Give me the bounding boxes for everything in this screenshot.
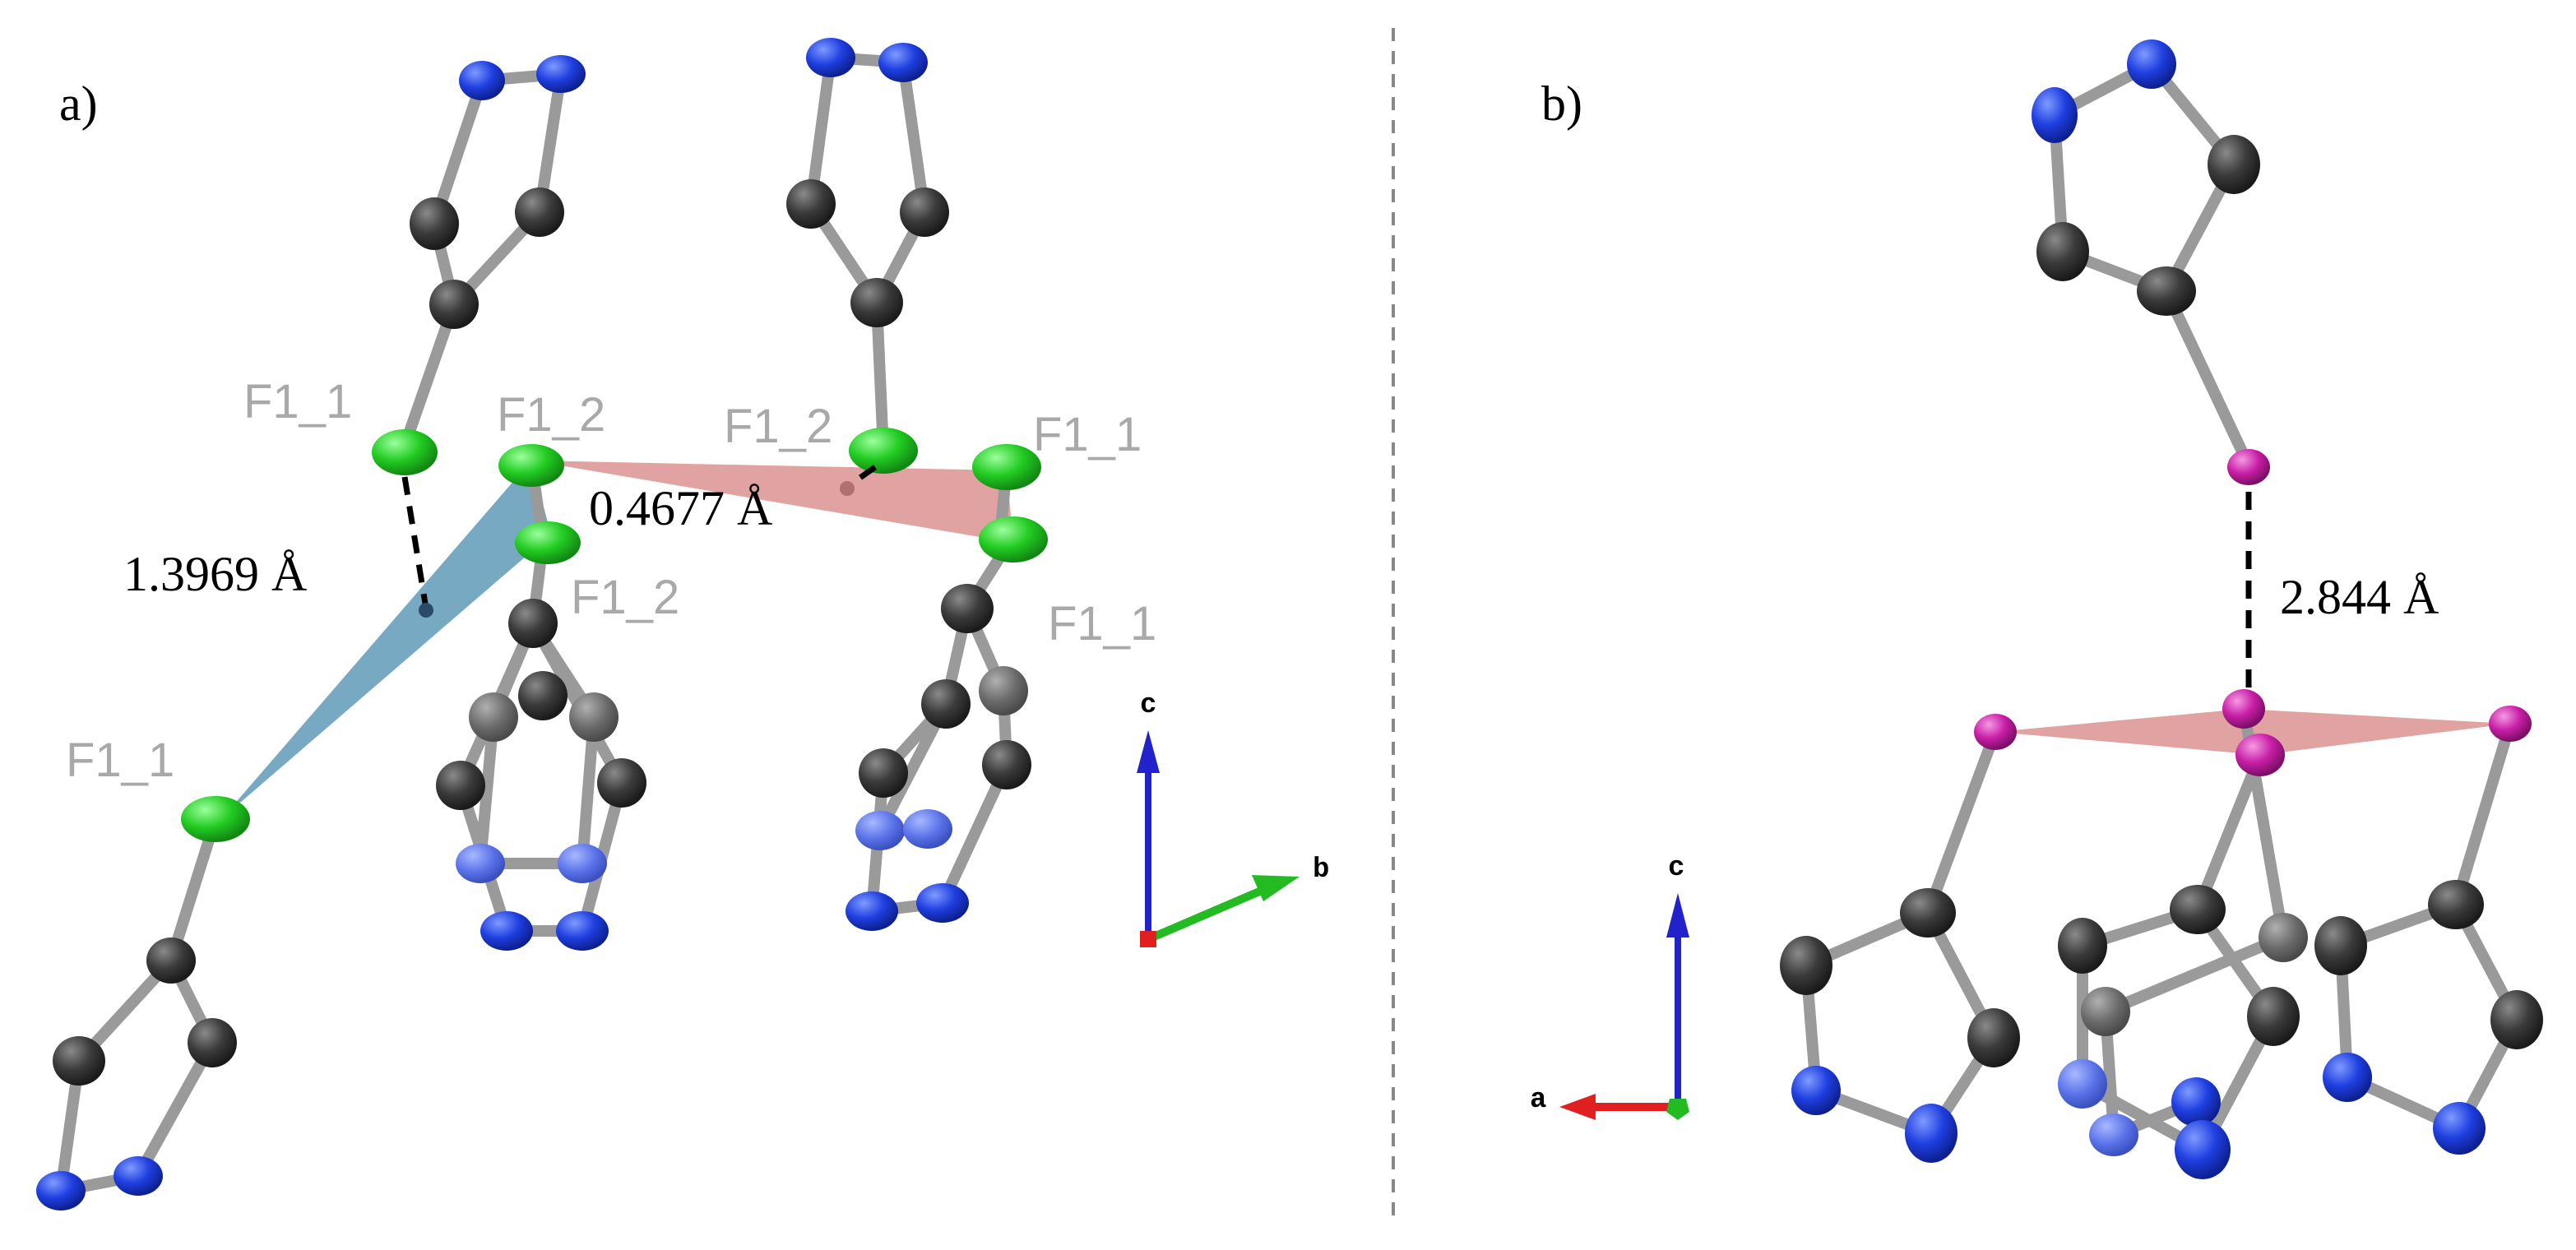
- blue-plane: [222, 461, 551, 818]
- contact-line-a2: [845, 465, 878, 489]
- distance-label-1: 1.3969 Å: [123, 547, 307, 601]
- panel-a: a): [36, 38, 1329, 1211]
- axes-indicator-b: c a: [1530, 853, 1689, 1120]
- axis-label-a-b: a: [1530, 1085, 1546, 1116]
- molecule-b2: [1780, 714, 2020, 1163]
- atom-label-f1-1-c: F1_1: [1048, 597, 1156, 650]
- molecule-b1: [2032, 39, 2270, 485]
- atom-label-f1-2-b: F1_2: [724, 400, 832, 453]
- atom-label-f1-2-a: F1_2: [497, 388, 605, 442]
- centroid-blue: [419, 603, 433, 618]
- centroid-red: [840, 481, 855, 496]
- panel-b: b): [1530, 39, 2543, 1179]
- axis-label-c-a: c: [1140, 690, 1156, 721]
- molecule-b4: [2314, 706, 2543, 1155]
- molecule-b3: [2058, 689, 2308, 1179]
- red-plane: [531, 461, 1013, 543]
- distance-label-b: 2.844 Å: [2280, 570, 2439, 624]
- panel-b-label: b): [1541, 76, 1582, 131]
- molecule-a2: [786, 38, 949, 474]
- molecule-a1: [372, 55, 586, 475]
- atom-label-f1-1-d: F1_1: [66, 734, 174, 787]
- molecule-a4: [846, 444, 1048, 931]
- atom-label-f1-2-c: F1_2: [571, 571, 679, 624]
- molecule-a5: [36, 796, 250, 1211]
- axes-indicator-a: c b: [1137, 690, 1329, 947]
- panel-a-label: a): [59, 76, 98, 131]
- atom-label-f1-1-b: F1_1: [1033, 408, 1142, 461]
- molecule-a3: [436, 444, 646, 951]
- axis-label-c-b: c: [1668, 853, 1684, 884]
- contact-line-a1: [401, 476, 429, 609]
- atom-label-f1-1-a: F1_1: [243, 375, 352, 428]
- axis-label-b-a: b: [1313, 854, 1329, 886]
- distance-label-2: 0.4677 Å: [589, 481, 772, 535]
